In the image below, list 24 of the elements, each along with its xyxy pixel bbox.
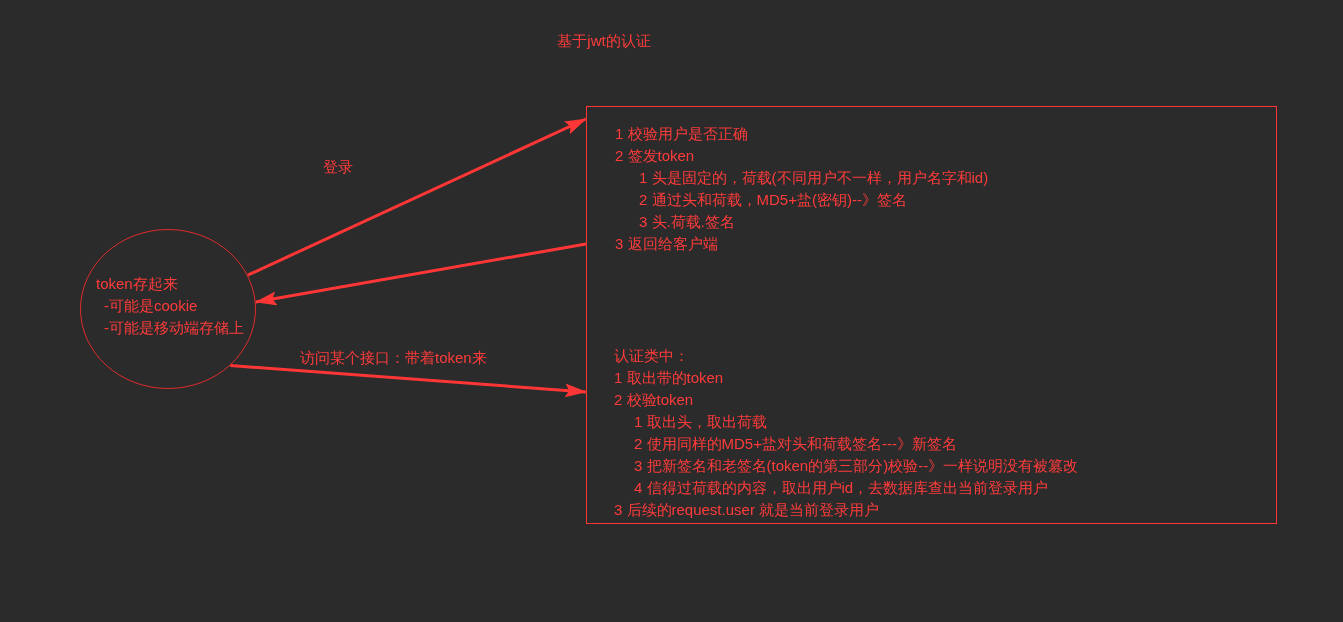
ellipse-node bbox=[80, 229, 256, 389]
list-item-text: 认证类中： bbox=[614, 346, 689, 366]
list-item-text: 1 头是固定的，荷载(不同用户不一样，用户名字和id) bbox=[639, 168, 989, 188]
list-item-text: 3 返回给客户端 bbox=[615, 234, 718, 254]
arrow bbox=[230, 364, 587, 398]
arrow bbox=[247, 117, 587, 277]
list-item-text: 2 签发token bbox=[615, 146, 695, 166]
list-item-text: 3 头.荷载.签名 bbox=[639, 212, 735, 232]
list-item-text: 4 信得过荷载的内容，取出用户id，去数据库查出当前登录用户 bbox=[634, 478, 1049, 498]
list-item-text: 3 把新签名和老签名(token的第三部分)校验--》一样说明没有被篡改 bbox=[634, 456, 1079, 476]
note-text: token存起来 bbox=[96, 274, 178, 294]
list-item-text: 1 取出带的token bbox=[614, 368, 724, 388]
arrow bbox=[254, 242, 587, 306]
edge-label: 访问某个接口：带着token来 bbox=[300, 347, 487, 369]
note-text: -可能是移动端存储上 bbox=[104, 318, 244, 338]
note-box bbox=[586, 106, 1277, 524]
list-item-text: 1 取出头，取出荷载 bbox=[634, 412, 767, 432]
diagram-title: 基于jwt的认证 bbox=[557, 31, 651, 51]
list-item-text: 2 校验token bbox=[614, 390, 694, 410]
list-item-text: 2 通过头和荷载，MD5+盐(密钥)--》签名 bbox=[639, 190, 907, 210]
list-item-text: 1 校验用户是否正确 bbox=[615, 124, 748, 144]
list-item-text: 3 后续的request.user 就是当前登录用户 bbox=[614, 500, 880, 520]
list-item-text: 2 使用同样的MD5+盐对头和荷载签名---》新签名 bbox=[634, 434, 957, 454]
note-text: -可能是cookie bbox=[104, 296, 198, 316]
